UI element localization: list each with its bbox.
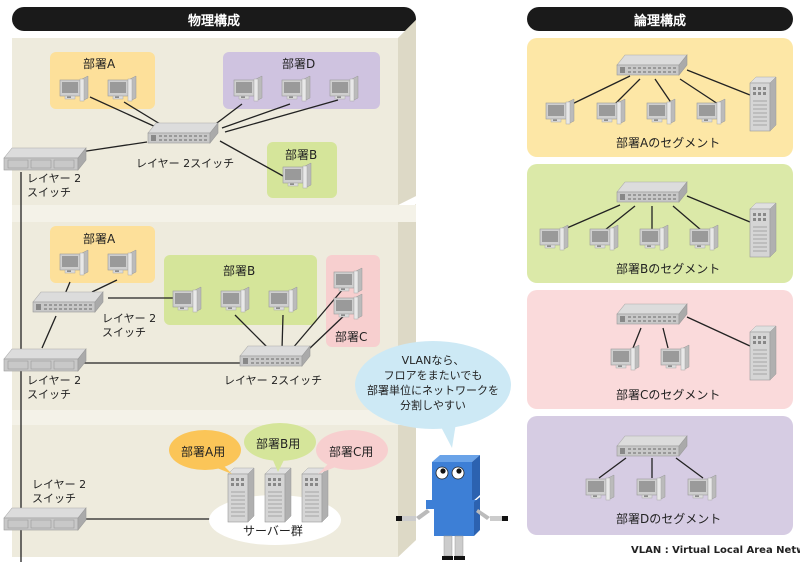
floor3-left-switch-label-1: レイヤー 2 [32,478,87,491]
floor2-dept-switch-label-2: スイッチ [102,326,146,339]
segment-b-switch [616,181,688,203]
floor1-center-switch-label: レイヤー 2スイッチ [136,157,235,170]
segment-c-area [527,290,793,409]
segment-c-server [749,325,777,381]
floor2-center-switch-label: レイヤー 2スイッチ [224,374,323,387]
floor2-left-switch-label-2: スイッチ [27,388,71,401]
floor1-left-switch [3,147,87,171]
segment-c-switch [616,303,688,325]
physical-header: 物理構成 [12,7,416,31]
speech-line-3: 部署単位にネットワークを [367,384,499,397]
floor1-center-switch [147,122,219,144]
bubble-server-b [244,423,316,461]
server-b [264,467,292,523]
speech-line-4: 分割しやすい [400,399,466,412]
floor1-dept-d-label: 部署D [282,57,316,71]
server-c-label: 部署C用 [329,445,374,459]
floor2-dept-switch-label-1: レイヤー 2 [102,312,157,325]
floor3-left-switch-label-2: スイッチ [32,492,76,505]
server-a [227,467,255,523]
speech-line-1: VLANなら、 [401,354,465,367]
footnote: VLAN : Virtual Local Area Network [631,545,800,556]
speech-line-2: フロアをまたいでも [383,369,483,382]
floor3-left-switch [3,507,87,531]
segment-b-server [749,202,777,258]
segment-c-label: 部署Cのセグメント [616,388,721,402]
logical-header: 論理構成 [527,7,793,31]
robot-mascot [396,455,508,560]
floor2-center-switch [239,345,311,367]
floor1-left-switch-label-1: レイヤー 2 [27,172,82,185]
floor2-dept-c-label: 部署C [335,330,368,344]
server-group-label: サーバー群 [243,524,303,538]
floor2-left-switch-label-1: レイヤー 2 [27,374,82,387]
server-b-label: 部署B用 [256,437,301,451]
segment-b-label: 部署Bのセグメント [616,262,721,276]
floor2-dept-a-label: 部署A [83,232,116,246]
floor2-dept-b-label: 部署B [223,264,256,278]
floor2-left-switch [3,348,87,372]
server-c [301,467,329,523]
segment-a-switch [616,54,688,76]
floor1-dept-b-label: 部署B [285,148,318,162]
bubble-server-a [169,430,241,470]
segment-b-area [527,164,793,283]
bubble-server-c [316,430,388,470]
speech-text: VLANなら、 フロアをまたいでも 部署単位にネットワークを 分割しやすい [355,353,511,413]
speech-bubble [355,341,511,429]
floor1-left-switch-label-2: スイッチ [27,186,71,199]
segment-d-label: 部署Dのセグメント [616,512,722,526]
segment-d-switch [616,435,688,457]
floor2-dept-switch [32,291,104,313]
segment-d-area [527,416,793,535]
segment-a-label: 部署Aのセグメント [616,136,721,150]
segment-a-area [527,38,793,157]
segment-a-server [749,76,777,132]
server-a-label: 部署A用 [181,445,226,459]
floor1-dept-a-label: 部署A [83,57,116,71]
